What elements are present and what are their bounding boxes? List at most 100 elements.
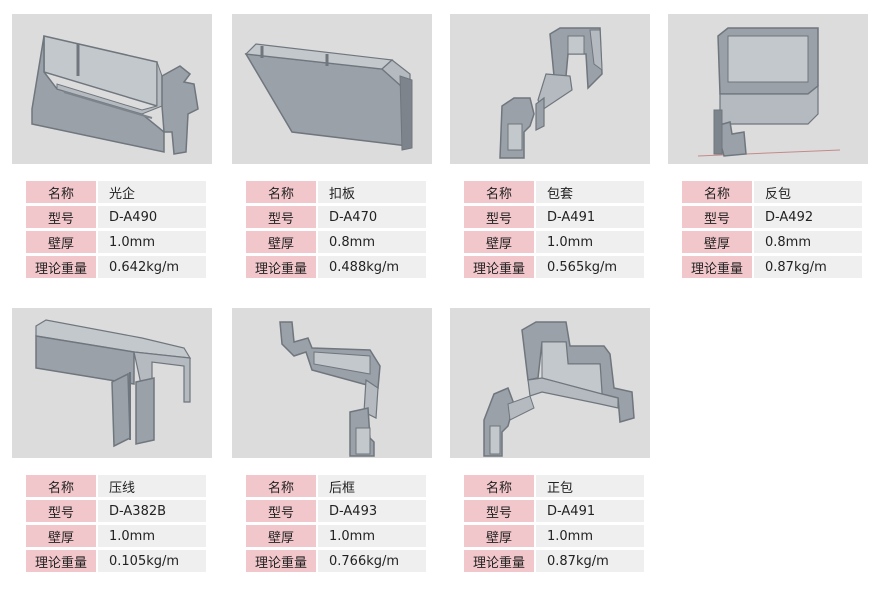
spec-label: 理论重量 xyxy=(246,256,316,278)
spec-label: 型号 xyxy=(26,206,96,228)
spec-value: 0.488kg/m xyxy=(316,256,426,278)
spec-label: 壁厚 xyxy=(464,231,534,253)
spec-value: D-A470 xyxy=(316,206,426,228)
spec-value: D-A493 xyxy=(316,500,426,522)
spec-value: 正包 xyxy=(534,475,644,497)
spec-label: 名称 xyxy=(682,181,752,203)
profile-drawing xyxy=(697,27,841,157)
spec-label: 理论重量 xyxy=(464,256,534,278)
spec-label: 壁厚 xyxy=(682,231,752,253)
spec-value: D-A490 xyxy=(96,206,206,228)
spec-value: 0.565kg/m xyxy=(534,256,644,278)
spec-value: 1.0mm xyxy=(534,231,644,253)
spec-label: 壁厚 xyxy=(464,525,534,547)
profile-drawing xyxy=(31,35,199,155)
product-image-a490 xyxy=(12,14,212,164)
spec-value: 包套 xyxy=(534,181,644,203)
spec-value: 0.766kg/m xyxy=(316,550,426,572)
spec-value: 1.0mm xyxy=(96,231,206,253)
spec-label: 理论重量 xyxy=(246,550,316,572)
spec-value: 1.0mm xyxy=(96,525,206,547)
spec-value: 1.0mm xyxy=(316,525,426,547)
spec-label: 型号 xyxy=(464,206,534,228)
spec-label: 壁厚 xyxy=(246,525,316,547)
spec-row-name: 名称扣板 xyxy=(246,181,426,203)
spec-label: 理论重量 xyxy=(26,550,96,572)
spec-value: D-A491 xyxy=(534,206,644,228)
spec-value: 1.0mm xyxy=(534,525,644,547)
spec-value: 扣板 xyxy=(316,181,426,203)
spec-label: 壁厚 xyxy=(26,231,96,253)
product-image-a491 xyxy=(450,14,650,164)
spec-label: 型号 xyxy=(246,206,316,228)
spec-label: 型号 xyxy=(246,500,316,522)
profile-drawing xyxy=(499,27,603,159)
spec-label: 名称 xyxy=(464,475,534,497)
spec-value: 反包 xyxy=(752,181,862,203)
spec-label: 名称 xyxy=(246,475,316,497)
spec-label: 名称 xyxy=(26,475,96,497)
product-image-a492 xyxy=(668,14,868,164)
spec-value: D-A382B xyxy=(96,500,206,522)
spec-label: 名称 xyxy=(464,181,534,203)
spec-value: 0.87kg/m xyxy=(534,550,644,572)
spec-label: 理论重量 xyxy=(464,550,534,572)
spec-label: 壁厚 xyxy=(246,231,316,253)
product-image-a382b xyxy=(12,308,212,458)
spec-row-name: 名称后框 xyxy=(246,475,426,497)
profile-drawing xyxy=(35,319,192,448)
spec-value: D-A491 xyxy=(534,500,644,522)
spec-value: 0.105kg/m xyxy=(96,550,206,572)
spec-value: 后框 xyxy=(316,475,426,497)
profile-drawing xyxy=(483,321,635,457)
product-image-a491-zhengbao xyxy=(450,308,650,458)
spec-label: 理论重量 xyxy=(26,256,96,278)
spec-value: 0.642kg/m xyxy=(96,256,206,278)
spec-value: 0.87kg/m xyxy=(752,256,862,278)
product-image-a470 xyxy=(232,14,432,164)
spec-row-name: 名称压线 xyxy=(26,475,206,497)
spec-label: 理论重量 xyxy=(682,256,752,278)
spec-label: 型号 xyxy=(682,206,752,228)
spec-row-name: 名称反包 xyxy=(682,181,862,203)
spec-label: 型号 xyxy=(26,500,96,522)
profile-drawing xyxy=(244,43,413,151)
spec-row-name: 名称包套 xyxy=(464,181,644,203)
spec-value: 光企 xyxy=(96,181,206,203)
spec-row-name: 名称正包 xyxy=(464,475,644,497)
spec-value: 压线 xyxy=(96,475,206,497)
spec-label: 名称 xyxy=(26,181,96,203)
